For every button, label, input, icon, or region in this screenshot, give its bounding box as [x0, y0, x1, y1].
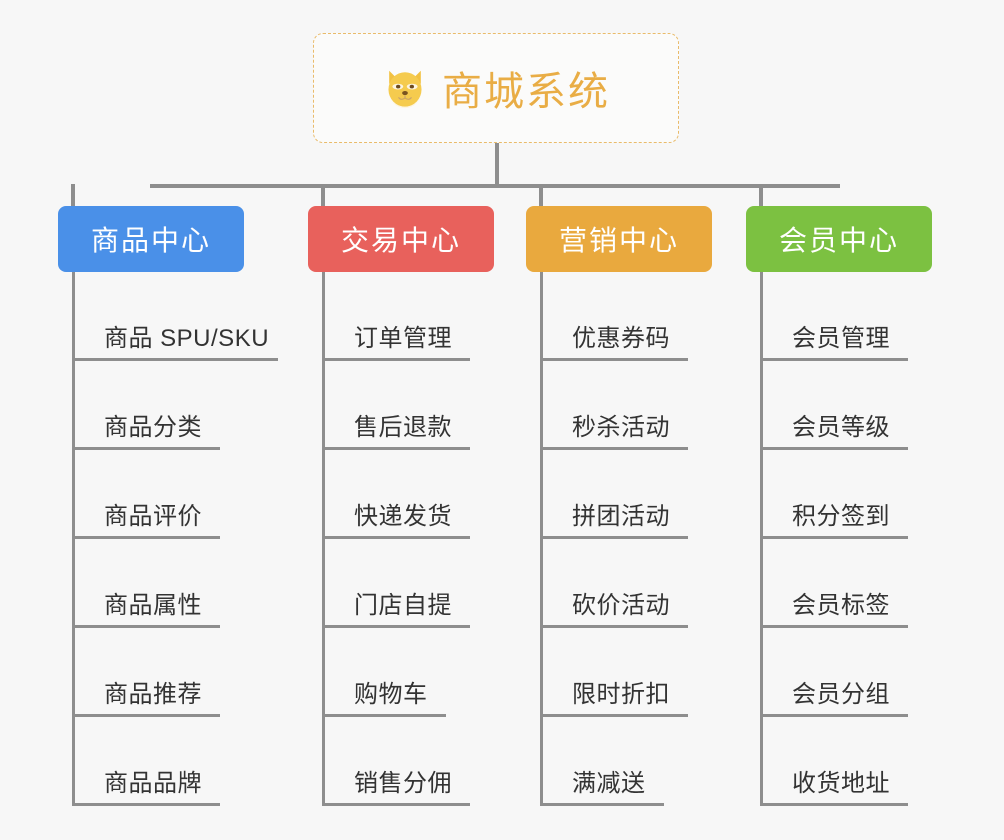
leaf-item-label: 快递发货	[354, 503, 452, 530]
leaf-item-label: 优惠券码	[572, 325, 670, 352]
leaf-item-label: 满减送	[572, 770, 646, 797]
leaf-item-rule	[760, 358, 908, 361]
connector-horizontal-bus	[150, 184, 840, 188]
leaf-item-rule	[322, 803, 470, 806]
leaf-item-rule	[760, 803, 908, 806]
leaf-item-label: 会员标签	[792, 592, 890, 619]
leaf-item-label: 商品评价	[104, 503, 202, 530]
leaf-item-rule	[322, 358, 470, 361]
category-label-1: 交易中心	[340, 225, 461, 256]
leaf-item-rule	[760, 625, 908, 628]
category-label-0: 商品中心	[90, 225, 211, 256]
leaf-item-rule	[540, 714, 688, 717]
connector-root-stem	[495, 143, 499, 187]
leaf-item-label: 商品品牌	[104, 770, 202, 797]
category-label-3: 会员中心	[778, 225, 899, 256]
leaf-item-rule	[72, 536, 220, 539]
shiba-dog-face-icon	[382, 65, 428, 111]
category-box-2[interactable]: 营销中心	[526, 206, 712, 272]
leaf-item-label: 商品 SPU/SKU	[104, 325, 270, 352]
leaf-item-rule	[322, 536, 470, 539]
leaf-item-rule	[760, 714, 908, 717]
leaf-item-label: 收货地址	[792, 770, 890, 797]
leaf-item-rule	[322, 447, 470, 450]
leaf-item-label: 会员管理	[792, 325, 890, 352]
leaf-item-rule	[72, 803, 220, 806]
connector-drop-1	[321, 184, 325, 206]
leaf-item-label: 会员分组	[792, 681, 890, 708]
leaf-item-rule	[540, 625, 688, 628]
leaf-item-rule	[322, 625, 470, 628]
leaf-item-label: 购物车	[354, 681, 428, 708]
leaf-item-rule	[72, 358, 278, 361]
root-title: 商城系统	[442, 70, 610, 114]
category-label-2: 营销中心	[558, 225, 679, 256]
category-box-3[interactable]: 会员中心	[746, 206, 932, 272]
leaf-column-spine	[72, 272, 75, 806]
leaf-item-rule	[540, 536, 688, 539]
leaf-item-rule	[540, 358, 688, 361]
leaf-item-label: 秒杀活动	[572, 414, 670, 441]
connector-drop-0	[71, 184, 75, 206]
leaf-column-spine	[540, 272, 543, 806]
leaf-item-rule	[322, 714, 446, 717]
leaf-item-label: 订单管理	[354, 325, 452, 352]
leaf-item-rule	[760, 447, 908, 450]
leaf-item-rule	[760, 536, 908, 539]
leaf-item-rule	[72, 447, 220, 450]
leaf-item-label: 销售分佣	[354, 770, 452, 797]
leaf-item-rule	[72, 714, 220, 717]
leaf-item-label: 拼团活动	[572, 503, 670, 530]
leaf-item-label: 砍价活动	[572, 592, 670, 619]
leaf-item-rule	[72, 625, 220, 628]
leaf-item-label: 积分签到	[792, 503, 890, 530]
leaf-item-label: 商品推荐	[104, 681, 202, 708]
leaf-item-label: 售后退款	[354, 414, 452, 441]
connector-drop-3	[759, 184, 763, 206]
root-node[interactable]: 商城系统	[313, 33, 679, 143]
leaf-column-spine	[322, 272, 325, 806]
connector-drop-2	[539, 184, 543, 206]
leaf-item-rule	[540, 803, 664, 806]
leaf-item-label: 商品分类	[104, 414, 202, 441]
leaf-item-label: 门店自提	[354, 592, 452, 619]
leaf-item-label: 商品属性	[104, 592, 202, 619]
leaf-item-label: 限时折扣	[572, 681, 670, 708]
leaf-item-label: 会员等级	[792, 414, 890, 441]
leaf-column-spine	[760, 272, 763, 806]
category-box-1[interactable]: 交易中心	[308, 206, 494, 272]
leaf-item-rule	[540, 447, 688, 450]
category-box-0[interactable]: 商品中心	[58, 206, 244, 272]
